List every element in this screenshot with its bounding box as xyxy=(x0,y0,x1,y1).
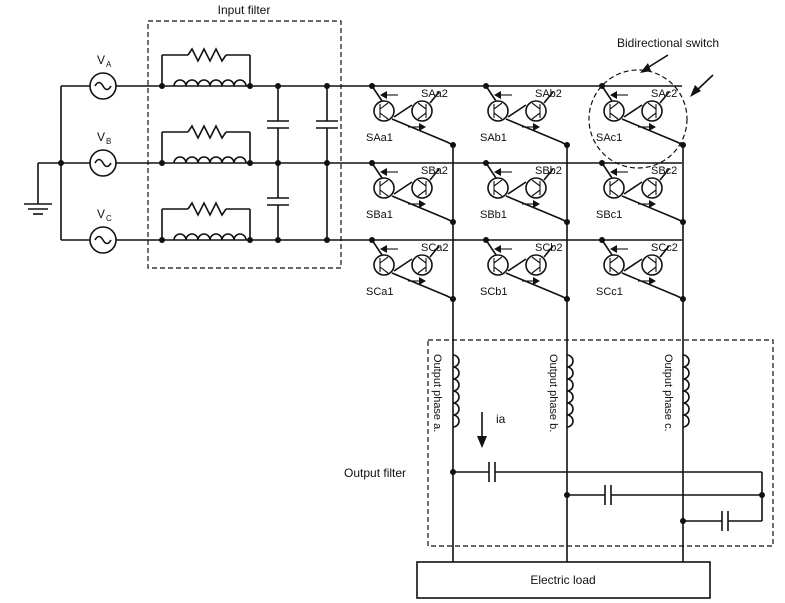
source-va-label: V xyxy=(97,53,105,67)
output-inductor-a xyxy=(452,354,460,428)
bidirectional-switch-label: Bidirectional switch xyxy=(617,36,719,50)
switch-label: SCb1 xyxy=(480,286,508,298)
ground-symbol xyxy=(24,86,64,240)
source-vb: V B xyxy=(61,130,117,177)
output-phase-c-label: Output phase c. xyxy=(662,354,674,432)
bidirectional-switch-arrows xyxy=(640,54,714,97)
input-filter-capacitors xyxy=(267,83,338,243)
switch-label: SBb1 xyxy=(480,209,507,221)
electric-load-box xyxy=(416,561,711,599)
switch-label: SAc2 xyxy=(651,88,677,100)
switch-label: SBc2 xyxy=(651,165,677,177)
switch-label: SBc1 xyxy=(596,209,622,221)
source-va: V A xyxy=(61,53,117,100)
source-vb-label: V xyxy=(97,130,105,144)
input-filter-rl-a xyxy=(159,47,253,89)
source-vc-sub: C xyxy=(106,214,112,223)
input-filter-label: Input filter xyxy=(218,3,271,17)
input-filter-box xyxy=(147,20,342,269)
output-inductor-c xyxy=(682,354,690,428)
source-vc: V C xyxy=(61,207,117,254)
switch-label: SCc2 xyxy=(651,242,678,254)
output-phase-a-label: Output phase a. xyxy=(431,354,443,432)
output-phase-b-label: Output phase b. xyxy=(547,354,559,432)
current-ia-label: ia xyxy=(496,412,506,426)
switch-label: SAb2 xyxy=(535,88,562,100)
switch-label: SCa2 xyxy=(421,242,449,254)
switch-label: SBa1 xyxy=(366,209,393,221)
source-va-sub: A xyxy=(106,60,112,69)
input-filter-rl-b xyxy=(159,124,253,166)
switch-label: SBb2 xyxy=(535,165,562,177)
input-filter-rl-c xyxy=(159,201,253,243)
output-filter-capacitors xyxy=(450,462,765,531)
switch-label: SAa1 xyxy=(366,132,393,144)
switch-label: SCa1 xyxy=(366,286,394,298)
switch-label: SCb2 xyxy=(535,242,563,254)
bidirectional-switch-highlight xyxy=(588,69,688,169)
output-filter-label: Output filter xyxy=(344,466,406,480)
switch-label: SAb1 xyxy=(480,132,507,144)
output-inductor-b xyxy=(566,354,574,428)
source-vc-label: V xyxy=(97,207,105,221)
electric-load-label: Electric load xyxy=(530,573,595,587)
output-filter-box xyxy=(427,339,774,547)
switch-label: SCc1 xyxy=(596,286,623,298)
switch-label: SBa2 xyxy=(421,165,448,177)
switch-label: SAa2 xyxy=(421,88,448,100)
source-vb-sub: B xyxy=(106,137,111,146)
switch-label: SAc1 xyxy=(596,132,622,144)
current-arrow-ia xyxy=(477,412,487,448)
